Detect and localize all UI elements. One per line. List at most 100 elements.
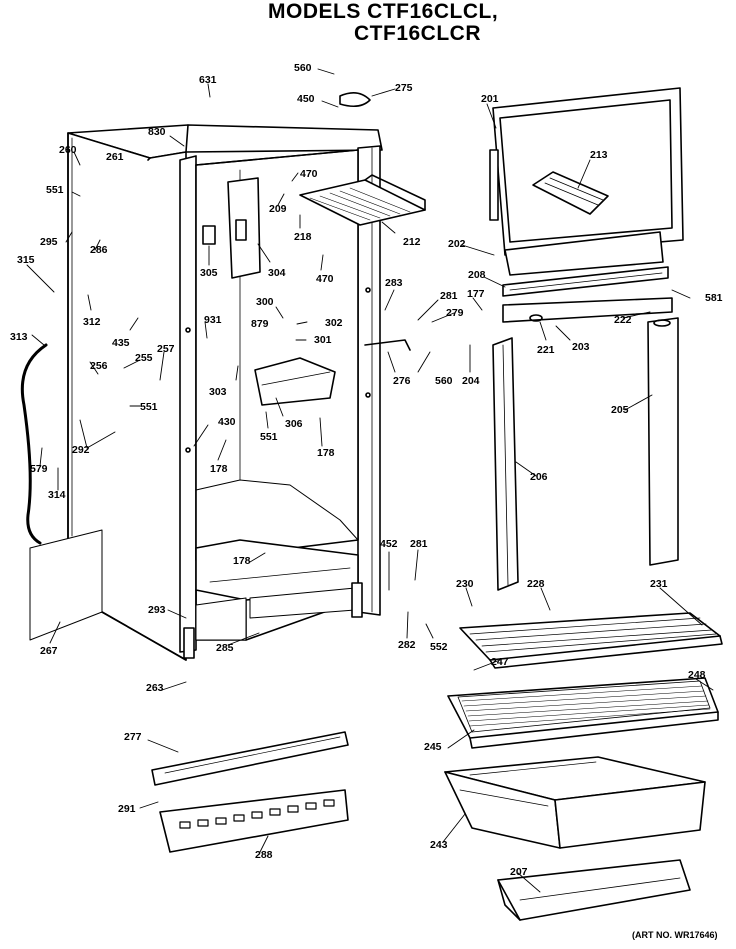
glass-shelf-245 xyxy=(447,677,719,749)
callout-277: 277 xyxy=(124,731,142,743)
callout-551-b: 551 xyxy=(140,401,158,413)
callout-206: 206 xyxy=(530,471,548,483)
callout-256: 256 xyxy=(90,360,108,372)
callout-230: 230 xyxy=(456,578,474,590)
callout-178: 178 xyxy=(210,463,228,475)
callout-301: 301 xyxy=(314,334,332,346)
callout-305: 305 xyxy=(200,267,218,279)
callout-470-b: 470 xyxy=(316,273,334,285)
strip-203 xyxy=(502,297,673,323)
callout-293: 293 xyxy=(148,604,166,616)
door-shelf-207 xyxy=(497,859,691,921)
callout-560-b: 560 xyxy=(435,375,453,387)
callout-248: 248 xyxy=(688,669,706,681)
callout-306: 306 xyxy=(285,418,303,430)
callout-207: 207 xyxy=(510,866,528,878)
panel-305 xyxy=(202,225,216,245)
callout-285: 285 xyxy=(216,642,234,654)
callout-204: 204 xyxy=(462,375,480,387)
callout-213: 213 xyxy=(590,149,608,161)
strip-208 xyxy=(502,266,669,297)
breaker-strip-205 xyxy=(647,317,679,566)
callout-267: 267 xyxy=(40,645,58,657)
ice-tray-213 xyxy=(532,171,609,215)
callout-203: 203 xyxy=(572,341,590,353)
callout-221: 221 xyxy=(537,344,555,356)
callout-247: 247 xyxy=(491,656,509,668)
callout-931: 931 xyxy=(204,314,222,326)
callout-300: 300 xyxy=(256,296,274,308)
callout-552: 552 xyxy=(430,641,448,653)
callout-labels: 631 560 450 275 201 830 260 261 551 295 … xyxy=(10,62,723,878)
callout-178-c: 178 xyxy=(233,555,251,567)
wire-shelf-228 xyxy=(459,612,723,669)
callout-450: 450 xyxy=(297,93,315,105)
leader-lines xyxy=(26,68,714,893)
callout-830: 830 xyxy=(148,126,166,138)
callout-295: 295 xyxy=(40,236,58,248)
callout-228: 228 xyxy=(527,578,545,590)
callout-260: 260 xyxy=(59,144,77,156)
callout-263: 263 xyxy=(146,682,164,694)
door-shelf-202 xyxy=(504,231,664,276)
callout-631: 631 xyxy=(199,74,217,86)
hinge-275 xyxy=(339,92,371,108)
callout-430: 430 xyxy=(218,416,236,428)
callout-279: 279 xyxy=(446,307,464,319)
callout-452: 452 xyxy=(380,538,398,550)
callout-177: 177 xyxy=(467,288,485,300)
callout-178-b: 178 xyxy=(317,447,335,459)
callout-879: 879 xyxy=(251,318,269,330)
callout-303: 303 xyxy=(209,386,227,398)
callout-255: 255 xyxy=(135,352,153,364)
callout-288: 288 xyxy=(255,849,273,861)
callout-292: 292 xyxy=(72,444,90,456)
hinge-bracket-276 xyxy=(364,339,411,351)
callout-245: 245 xyxy=(424,741,442,753)
control-housing-306 xyxy=(254,357,336,406)
callout-282: 282 xyxy=(398,639,416,651)
cabinet-drawing xyxy=(29,124,383,661)
callout-302: 302 xyxy=(325,317,343,329)
callout-312: 312 xyxy=(83,316,101,328)
callout-435: 435 xyxy=(112,337,130,349)
callout-579: 579 xyxy=(30,463,48,475)
duct-304 xyxy=(227,177,261,279)
callout-313: 313 xyxy=(10,331,28,343)
callout-201: 201 xyxy=(481,93,499,105)
callout-470: 470 xyxy=(300,168,318,180)
callout-209: 209 xyxy=(269,203,287,215)
callout-304: 304 xyxy=(268,267,286,279)
callout-291: 291 xyxy=(118,803,136,815)
drain-tube-313 xyxy=(20,343,48,545)
callout-208: 208 xyxy=(468,269,486,281)
art-number: (ART NO. WR17646) xyxy=(632,930,718,940)
page-title-line-2: CTF16CLCR xyxy=(354,22,482,45)
callout-257: 257 xyxy=(157,343,175,355)
callout-281: 281 xyxy=(440,290,458,302)
callout-218: 218 xyxy=(294,231,312,243)
page-title-line-1: MODELS CTF16CLCL, xyxy=(268,0,499,23)
crisper-pan-243 xyxy=(444,756,706,849)
callout-243: 243 xyxy=(430,839,448,851)
callout-222: 222 xyxy=(614,314,632,326)
callout-581: 581 xyxy=(705,292,723,304)
callout-276: 276 xyxy=(393,375,411,387)
callout-212: 212 xyxy=(403,236,421,248)
grille-strip-277 xyxy=(151,731,349,786)
door-gasket-206 xyxy=(492,337,519,591)
callout-275: 275 xyxy=(395,82,413,94)
callout-261: 261 xyxy=(106,151,124,163)
freezer-shelf-212 xyxy=(299,174,426,226)
callout-283: 283 xyxy=(385,277,403,289)
callout-231: 231 xyxy=(650,578,668,590)
callout-551-c: 551 xyxy=(260,431,278,443)
toe-grille-288 xyxy=(159,789,349,853)
callout-560: 560 xyxy=(294,62,312,74)
callout-551: 551 xyxy=(46,184,64,196)
door-frame-201 xyxy=(489,87,684,256)
callout-315: 315 xyxy=(17,254,35,266)
callout-202: 202 xyxy=(448,238,466,250)
